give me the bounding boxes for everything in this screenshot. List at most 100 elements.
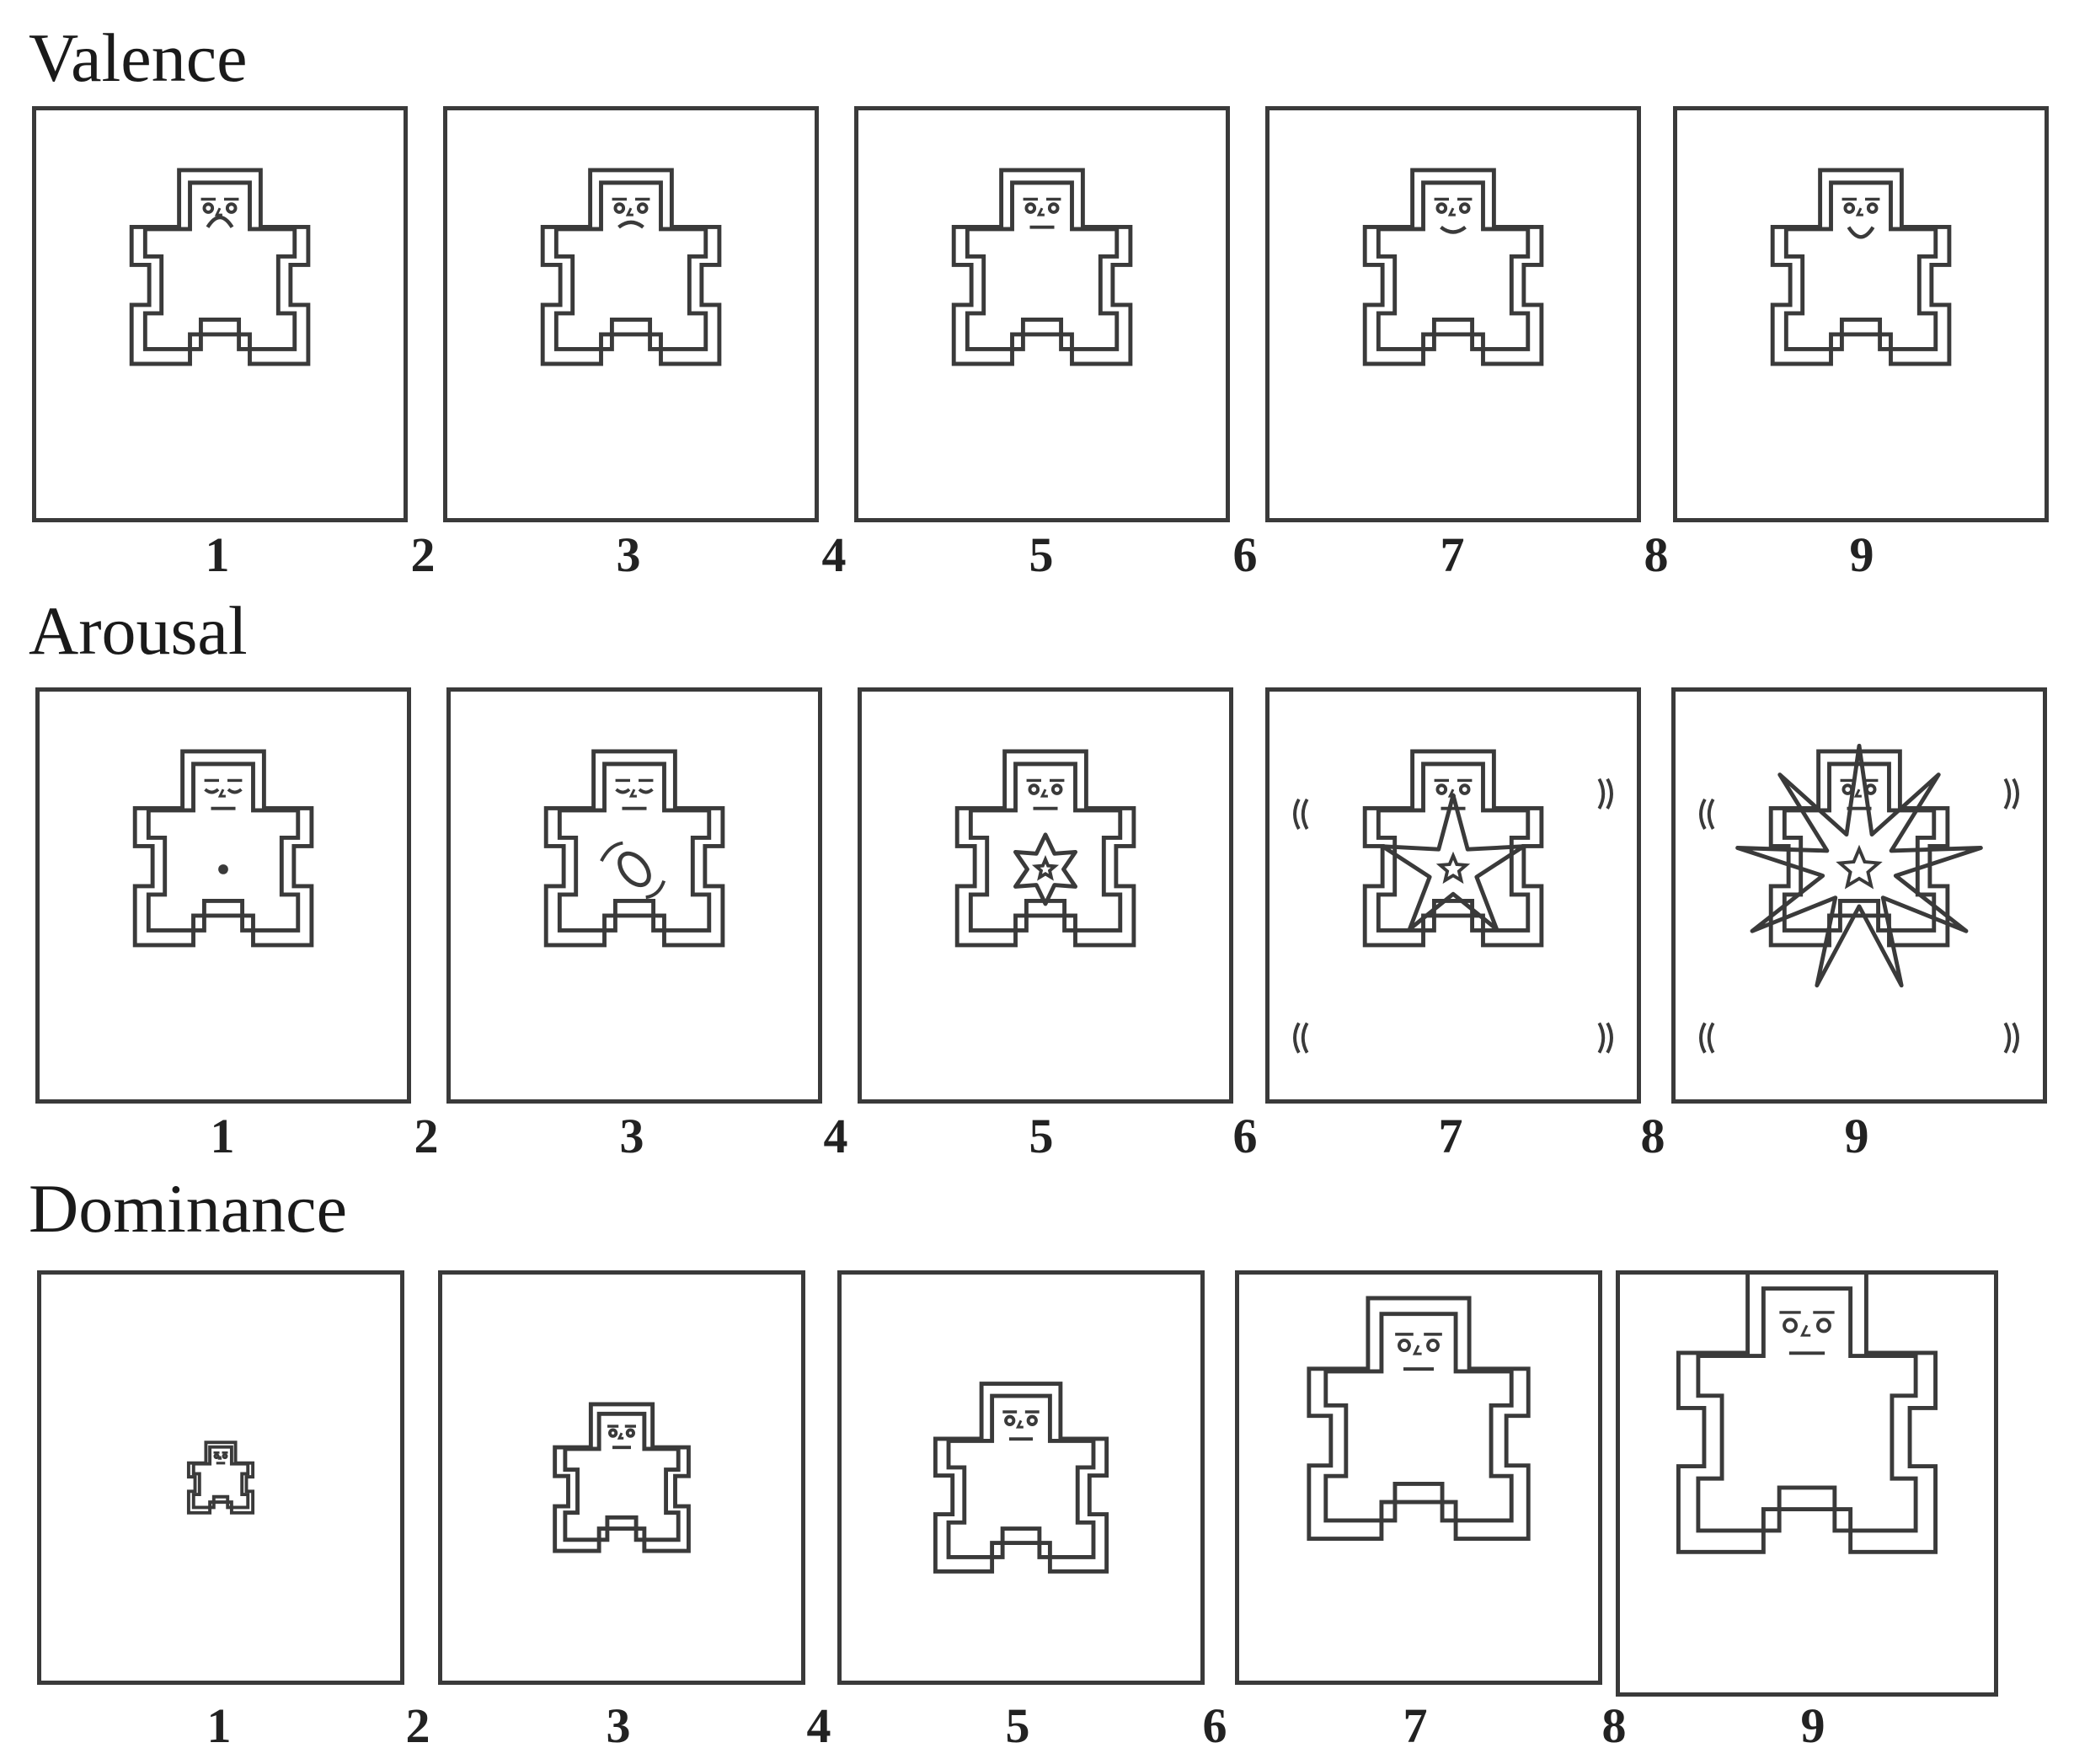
arousal-panel-9[interactable] [1671, 687, 2047, 1104]
dominance-label-1: 1 [206, 1698, 232, 1753]
dominance-panel-3[interactable] [438, 1270, 805, 1685]
figure-inner-outline [146, 762, 301, 933]
motion-line-icon [1606, 778, 1613, 810]
dominance-panel-1[interactable] [37, 1270, 404, 1685]
valence-panel-1[interactable] [32, 106, 408, 522]
arousal-label-8: 8 [1640, 1109, 1665, 1163]
eye-icon [1435, 783, 1448, 795]
dominance-label-4: 4 [806, 1698, 831, 1753]
dominance-label-6: 6 [1202, 1698, 1227, 1753]
dominance-panel-7[interactable] [1235, 1270, 1602, 1685]
figure-inner-outline [1783, 180, 1938, 351]
figure-outline [951, 168, 1133, 366]
eye-icon [222, 1453, 228, 1460]
eye-icon [1047, 202, 1060, 214]
figure-outline [1676, 1275, 1938, 1554]
arousal-panel-3[interactable] [446, 687, 822, 1104]
dominance-label-5: 5 [1005, 1698, 1030, 1753]
eye-icon [1004, 1414, 1016, 1426]
mouth-icon [1440, 225, 1467, 234]
nose-icon [1040, 788, 1048, 798]
sam-manikin-icon [186, 1441, 255, 1515]
figure-outline [933, 1382, 1109, 1574]
star-icon [1435, 851, 1471, 885]
motion-line-icon [2003, 1022, 2012, 1054]
eye-icon [608, 1428, 618, 1438]
sam-manikin-icon [951, 168, 1133, 366]
star-icon [1836, 844, 1883, 890]
dominance-label-7: 7 [1403, 1698, 1428, 1753]
eye-icon [1050, 783, 1063, 795]
sam-manikin-icon [954, 749, 1136, 948]
figure-inner-outline [142, 180, 297, 351]
eye-icon [1398, 1339, 1411, 1353]
arousal-label-9: 9 [1844, 1109, 1869, 1163]
eye-icon [1458, 783, 1471, 795]
valence-label-6: 6 [1232, 527, 1258, 582]
sam-manikin-icon [132, 749, 314, 948]
valence-label-8: 8 [1644, 527, 1669, 582]
motion-line-icon [1301, 1022, 1309, 1054]
valence-label-3: 3 [616, 527, 641, 582]
eye-icon [1426, 1339, 1440, 1353]
arousal-label-1: 1 [210, 1109, 235, 1163]
valence-label-5: 5 [1029, 527, 1054, 582]
figure-outline [132, 749, 314, 948]
sam-manikin-icon [1362, 168, 1544, 366]
figure-inner-outline [553, 180, 708, 351]
nose-icon [1447, 207, 1456, 216]
valence-panel-5[interactable] [854, 106, 1230, 522]
dominance-panel-5[interactable] [837, 1270, 1205, 1685]
eye-icon [202, 202, 215, 214]
eye-icon [1024, 202, 1037, 214]
arousal-label-3: 3 [619, 1109, 644, 1163]
eye-icon [1028, 783, 1040, 795]
nose-icon [1853, 788, 1862, 798]
eye-icon [1458, 202, 1471, 214]
dominance-panel-9[interactable] [1616, 1270, 1998, 1697]
figure-inner-outline [965, 180, 1120, 351]
motion-line-icon [1699, 798, 1707, 830]
sam-manikin-icon [543, 749, 725, 948]
figure-inner-outline [563, 1411, 681, 1542]
dominance-title: Dominance [29, 1170, 347, 1247]
arousal-spark-icon [617, 851, 651, 888]
nose-icon [214, 207, 222, 216]
valence-panel-7[interactable] [1265, 106, 1641, 522]
figure-outline [129, 168, 311, 366]
eye-icon [1866, 202, 1879, 214]
motion-line-icon [1597, 1022, 1606, 1054]
eye-icon [625, 1428, 635, 1438]
arousal-panel-7[interactable] [1265, 687, 1641, 1104]
sam-manikin-icon [1770, 168, 1952, 366]
dominance-label-3: 3 [606, 1698, 631, 1753]
figure-inner-outline [1782, 762, 1937, 933]
motion-line-icon [1301, 798, 1309, 830]
nose-icon [1800, 1324, 1811, 1337]
figure-inner-outline [1696, 1286, 1918, 1533]
mouth-icon [1847, 226, 1875, 239]
figure-outline [1362, 168, 1544, 366]
figure-outline [553, 1402, 691, 1553]
figure-inner-outline [968, 762, 1123, 933]
figure-outline [1307, 1296, 1531, 1542]
eye-icon [613, 202, 626, 214]
arousal-panel-1[interactable] [35, 687, 411, 1104]
arousal-label-2: 2 [414, 1109, 439, 1163]
eye-icon [1026, 1414, 1038, 1426]
eye-icon [615, 788, 631, 794]
star-icon [1031, 854, 1060, 881]
eye-icon [1815, 1318, 1831, 1334]
arousal-panel-5[interactable] [858, 687, 1233, 1104]
figure-outline [1768, 749, 1950, 948]
figure-inner-outline [557, 762, 712, 933]
figure-outline [954, 749, 1136, 948]
nose-icon [217, 788, 226, 798]
valence-panel-9[interactable] [1673, 106, 2049, 522]
sam-manikin-icon [540, 168, 722, 366]
arousal-title: Arousal [29, 592, 248, 669]
motion-line-icon [1606, 1022, 1613, 1054]
valence-panel-3[interactable] [443, 106, 819, 522]
arousal-label-6: 6 [1232, 1109, 1258, 1163]
eye-icon [1843, 202, 1856, 214]
